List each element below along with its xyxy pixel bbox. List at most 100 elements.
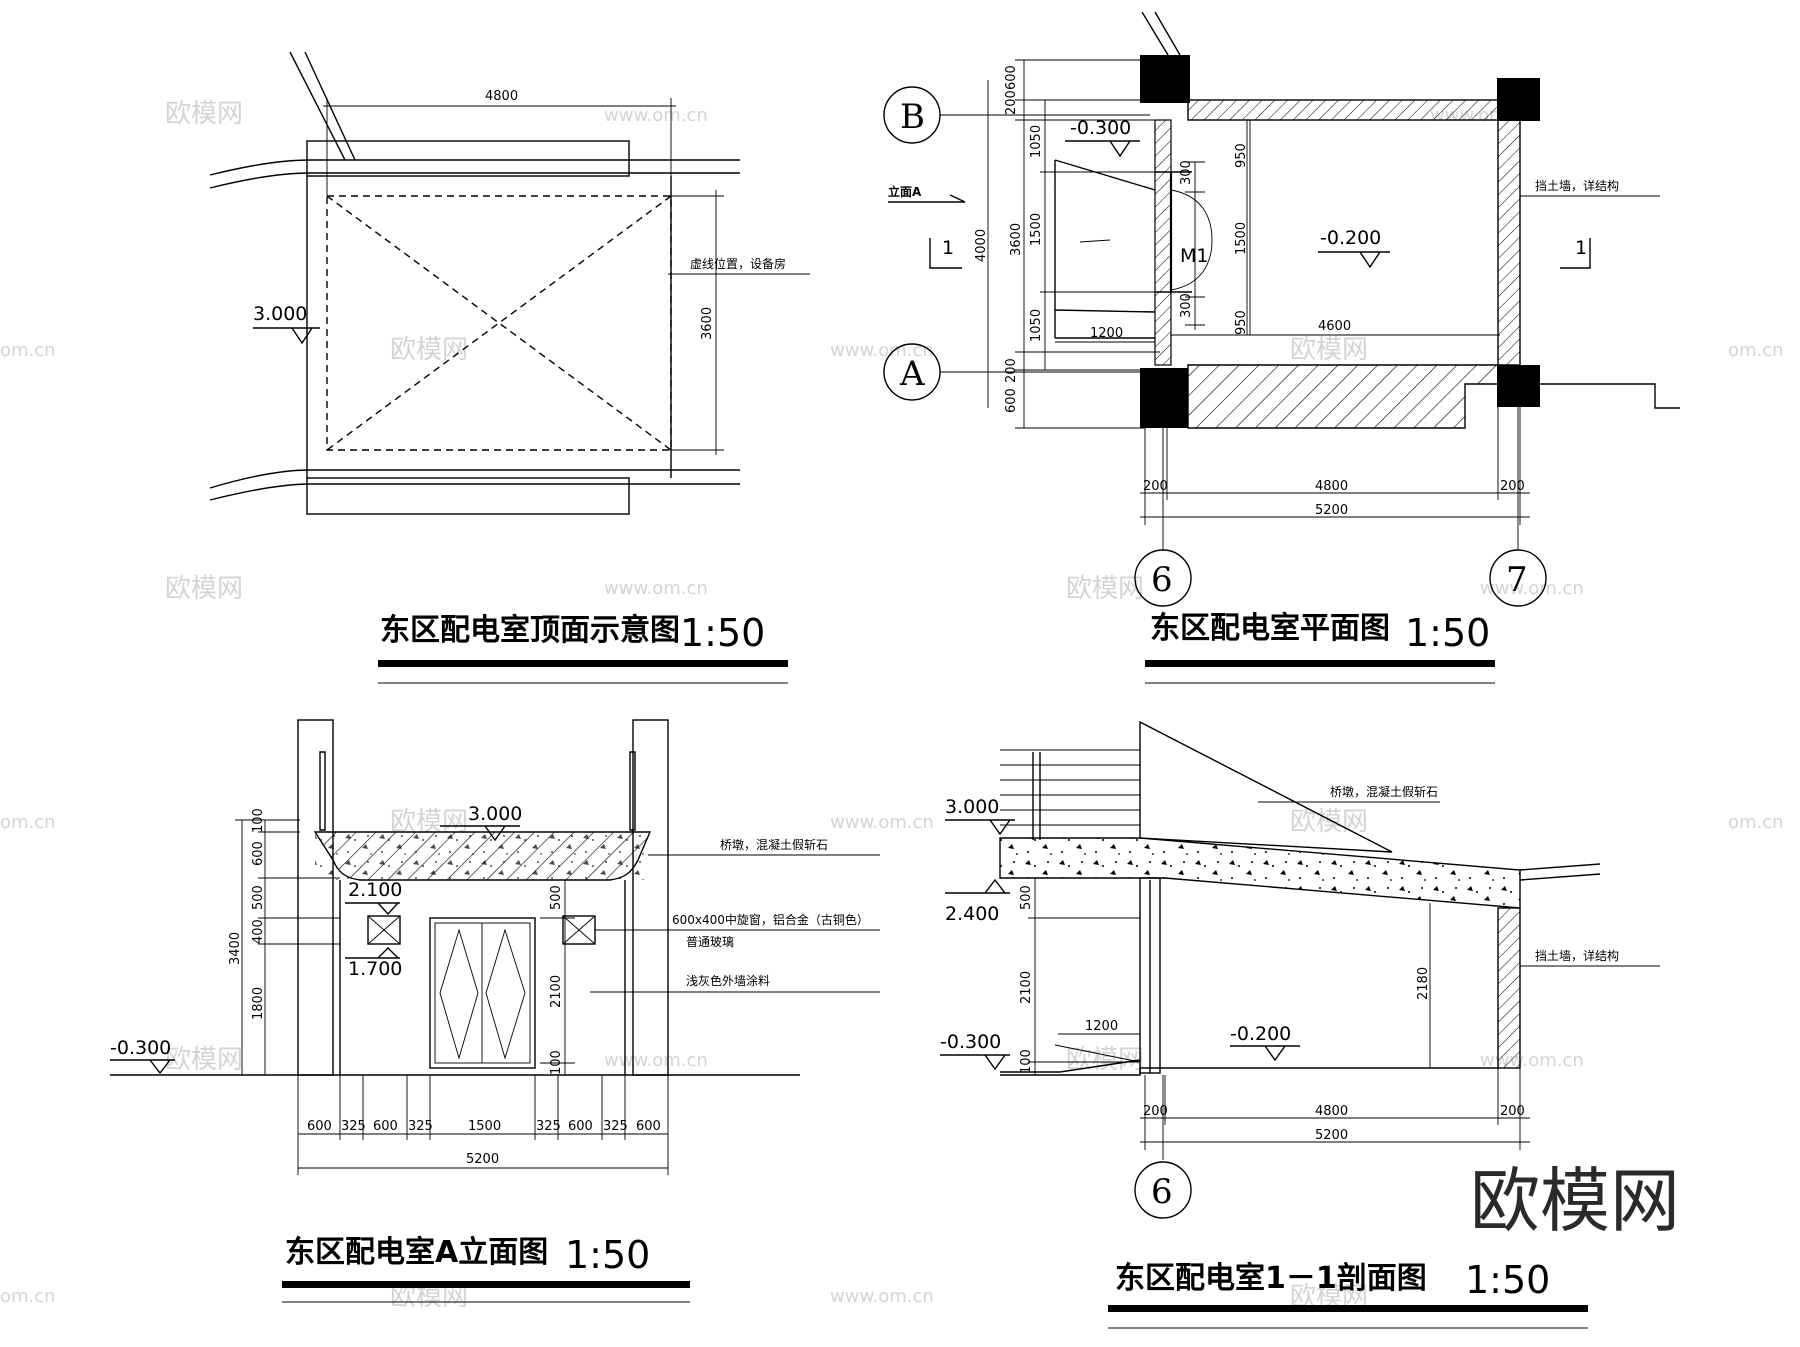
dimension-text: 950: [1234, 310, 1249, 335]
brand-logo: 欧模网: [1470, 1160, 1680, 1242]
drawing-title: 东区配电室A立面图: [285, 1235, 548, 1270]
watermark-url: www.om.cn: [604, 105, 708, 126]
ramp-line: [1054, 1044, 1141, 1063]
pillar-right: [632, 719, 669, 1076]
dimension-text: 2180: [1416, 967, 1431, 1000]
ramp-outline: [1054, 159, 1156, 339]
window-cross: [562, 915, 596, 945]
beam-bottom: [306, 477, 630, 515]
watermark-brand: 欧模网: [1066, 574, 1144, 604]
watermark-brand: 欧模网: [165, 99, 243, 129]
note-text: 普通玻璃: [686, 935, 734, 949]
column: [1497, 365, 1540, 407]
dimension-text: 100: [549, 1050, 564, 1075]
dimension-text: 325: [603, 1119, 628, 1134]
watermark-brand: 欧模网: [165, 1045, 243, 1075]
retaining-wall: [1497, 907, 1521, 1069]
ground-line: [1540, 383, 1680, 409]
dimension-text: 200: [1143, 1104, 1168, 1119]
bridge-line: [1154, 11, 1181, 56]
dimension-text: 200: [1004, 358, 1019, 383]
drawing-scale: 1:50: [680, 611, 765, 655]
note-text: 挡土墙，详结构: [1535, 178, 1619, 193]
bridge-curve: [209, 172, 740, 189]
dimension-text: 4800: [485, 89, 518, 104]
dimension-text: 1500: [1234, 222, 1249, 255]
axis-circle-6: [1134, 1161, 1192, 1219]
bridge-curve: [209, 469, 740, 489]
dimension-text: 600: [307, 1119, 332, 1134]
level-mark-text: -0.300: [1070, 117, 1131, 139]
dimension-text: 4800: [1315, 1104, 1348, 1119]
section-drawing: 3.000 2.400 -0.300 -0.200 500 2100 100 1…: [940, 720, 1660, 1329]
dimension-text: 4000: [974, 229, 989, 262]
level-mark-symbol: [940, 1054, 1010, 1071]
watermark-url: www.om.cn: [830, 340, 934, 361]
railing-post: [319, 751, 636, 831]
watermark-url: www.om.cn: [830, 1286, 934, 1307]
ceiling-plan-drawing: 4800 3600 3.000 虚线位置，设备房 东区配电室顶面示意图 1:50: [209, 51, 810, 684]
dimension-text: 3600: [700, 307, 715, 340]
level-mark-symbol: [945, 819, 1015, 836]
watermark-url: www.om.cn: [830, 812, 934, 833]
drawing-title: 东区配电室顶面示意图: [380, 613, 680, 648]
note-text: 桥墩，混凝土假斩石: [720, 837, 828, 852]
dimension-text: 5200: [466, 1152, 499, 1167]
drawing-scale: 1:50: [565, 1233, 650, 1277]
roof-slab: [999, 837, 1521, 909]
dimension-text: 325: [341, 1119, 366, 1134]
watermark-url: om.cn: [0, 812, 56, 833]
watermark-url: www.om.cn: [604, 1050, 708, 1071]
level-mark-symbol: [345, 947, 400, 959]
dimension-text: 1800: [251, 987, 266, 1020]
level-mark-text: 2.100: [348, 879, 402, 901]
level-mark-text: 3.000: [945, 796, 999, 818]
dimension-text: 1200: [1090, 326, 1123, 341]
level-mark-text: 2.400: [945, 903, 999, 925]
elevation-a-drawing: 3.000 2.100 1.700 -0.300 100 600 500 400…: [110, 719, 880, 1303]
level-mark-symbol: [945, 878, 1010, 894]
bottom-ticks: [297, 1075, 669, 1175]
watermark-brand: 欧模网: [1290, 807, 1368, 837]
dimension-text: 500: [251, 885, 266, 910]
level-mark-symbol: [1065, 140, 1140, 158]
watermark-url: www.om.cn: [1480, 578, 1584, 599]
note-text: 虚线位置，设备房: [690, 256, 786, 271]
dimension-text: 600: [373, 1119, 398, 1134]
dimension-text: 3600: [1009, 223, 1024, 256]
dimension-text: 600: [1004, 65, 1019, 90]
dimension-text: 5200: [1315, 503, 1348, 518]
dimension-text: 325: [408, 1119, 433, 1134]
dimension-text: 600: [568, 1119, 593, 1134]
column: [1140, 55, 1190, 103]
floor-plan-drawing: B A 6 7 600 200 1050 1500 1050 200 600 4…: [883, 11, 1680, 684]
watermark-url: www.om.cn: [604, 578, 708, 599]
note-text: 浅灰色外墙涂料: [686, 973, 770, 988]
dimension-text: 1050: [1029, 309, 1044, 342]
dimension-text: 4600: [1318, 319, 1351, 334]
equipment-outline: [326, 195, 672, 451]
watermark-url: om.cn: [0, 340, 56, 361]
note-text: 600x400中旋窗，铝合金（古铜色）: [672, 912, 869, 927]
title-underline: [1145, 660, 1495, 667]
level-mark-symbol: [345, 902, 400, 916]
dimension-text: 600: [251, 841, 266, 866]
dimension-text: 1200: [1085, 1019, 1118, 1034]
level-mark-text: -0.200: [1320, 227, 1381, 249]
section-mark: 1: [1575, 237, 1587, 259]
watermark-url: om.cn: [1728, 812, 1784, 833]
railing: [1000, 749, 1140, 840]
title-underline: [282, 1281, 690, 1288]
title-underline: [378, 660, 788, 667]
door-swing-arc: [1170, 239, 1213, 291]
door-frame-inner: [434, 922, 531, 1064]
retaining-wall: [1497, 117, 1521, 369]
level-mark-text: -0.300: [940, 1031, 1001, 1053]
door-panel-diamond: [439, 928, 526, 1060]
watermark-brand: 欧模网: [165, 574, 243, 604]
dimension-text: 1050: [1029, 125, 1044, 158]
wall-top: [1187, 99, 1519, 121]
bridge-line: [289, 51, 346, 161]
wall-bottom: [1187, 364, 1519, 429]
dimension-text: 300: [1179, 293, 1194, 318]
